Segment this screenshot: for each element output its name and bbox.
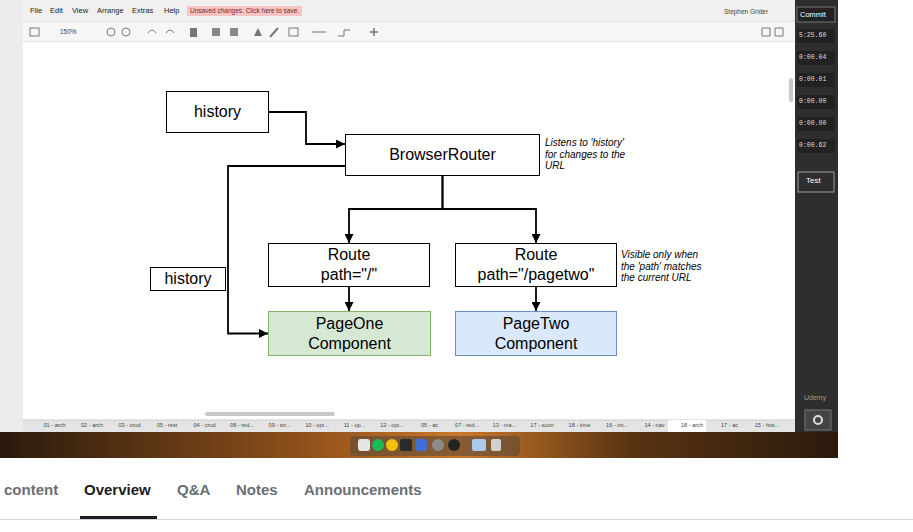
route-box: Route path="/pagetwo" — [455, 243, 617, 287]
menu-item: View — [72, 6, 88, 15]
box-text: history — [164, 269, 211, 289]
page-tab: 07 - red... — [449, 422, 486, 429]
source-box: history — [150, 267, 226, 291]
page-tab: 18 - time — [561, 422, 598, 429]
page-tab: 18 - arch — [674, 422, 711, 429]
ui-label: 0:00.00 — [799, 98, 826, 106]
page-tab: 13 - ma... — [486, 422, 523, 429]
menu-item: Edit — [50, 6, 63, 15]
component-box: PageOne Component — [268, 311, 431, 356]
connector — [348, 287, 350, 311]
page-tab: 15 - hist... — [749, 422, 786, 429]
router-box: BrowserRouter — [345, 134, 540, 176]
ui-label: Test — [806, 176, 821, 186]
menu-item: Extras — [132, 6, 153, 15]
page-tab: 11 - up... — [336, 422, 373, 429]
box-text: Route path="/pagetwo" — [478, 245, 595, 285]
course-tab: Announcements — [304, 481, 422, 499]
page-tab: 02 - arch — [74, 422, 111, 429]
ui-label: 150% — [60, 28, 77, 36]
ui-label: 0:00.00 — [799, 120, 826, 128]
page-tab: 01 - arch — [36, 422, 73, 429]
page-tab: 16 - int... — [599, 422, 636, 429]
box-text: history — [194, 102, 241, 122]
course-tab: Overview — [84, 481, 151, 499]
box-text: PageTwo Component — [495, 314, 578, 354]
page-tab: 03 - crud — [111, 422, 148, 429]
box-text: Route path="/" — [321, 245, 377, 285]
page-tab: 08 - red... — [224, 422, 261, 429]
page-tab: 05 - ac — [411, 422, 448, 429]
connector — [535, 287, 537, 311]
ui-label: Unsaved changes. Click here to save. — [187, 6, 302, 16]
page-tab: 05 - rest — [149, 422, 186, 429]
ui-label: 5:25.60 — [799, 32, 826, 40]
connector — [269, 112, 345, 144]
menu-item: Help — [164, 6, 179, 15]
course-tab: Q&A — [177, 481, 210, 499]
connector — [443, 176, 537, 243]
page-tab: 12 - opt... — [374, 422, 411, 429]
ui-label: Udemy — [804, 394, 826, 402]
ui-label: 0:00.04 — [799, 54, 826, 62]
ui-label: 0:00.62 — [799, 142, 826, 150]
ui-label: Commit — [800, 10, 826, 19]
menu-item: File — [30, 6, 42, 15]
box-text: BrowserRouter — [389, 145, 496, 165]
component-box: PageTwo Component — [455, 311, 617, 356]
page-tab: 10 - opt... — [299, 422, 336, 429]
course-tab: Notes — [236, 481, 278, 499]
connector — [349, 176, 443, 243]
page-tab: 09 - str... — [261, 422, 298, 429]
page-tab: 17 - soon — [524, 422, 561, 429]
ui-label: 0:00.01 — [799, 76, 826, 84]
route-box: Route path="/" — [268, 243, 430, 287]
note-text: Listens to 'history' for changes to the … — [545, 137, 631, 172]
ui-label: Stephen Grider — [724, 8, 768, 16]
page-tab: 17 - ac — [711, 422, 748, 429]
page-tab: 04 - crud — [186, 422, 223, 429]
note-text: Visible only when the 'path' matches the… — [621, 249, 711, 284]
source-box: history — [166, 91, 269, 133]
page-tab: 14 - nav — [636, 422, 673, 429]
course-tab: content — [4, 481, 58, 499]
menu-item: Arrange — [97, 6, 124, 15]
box-text: PageOne Component — [308, 314, 391, 354]
